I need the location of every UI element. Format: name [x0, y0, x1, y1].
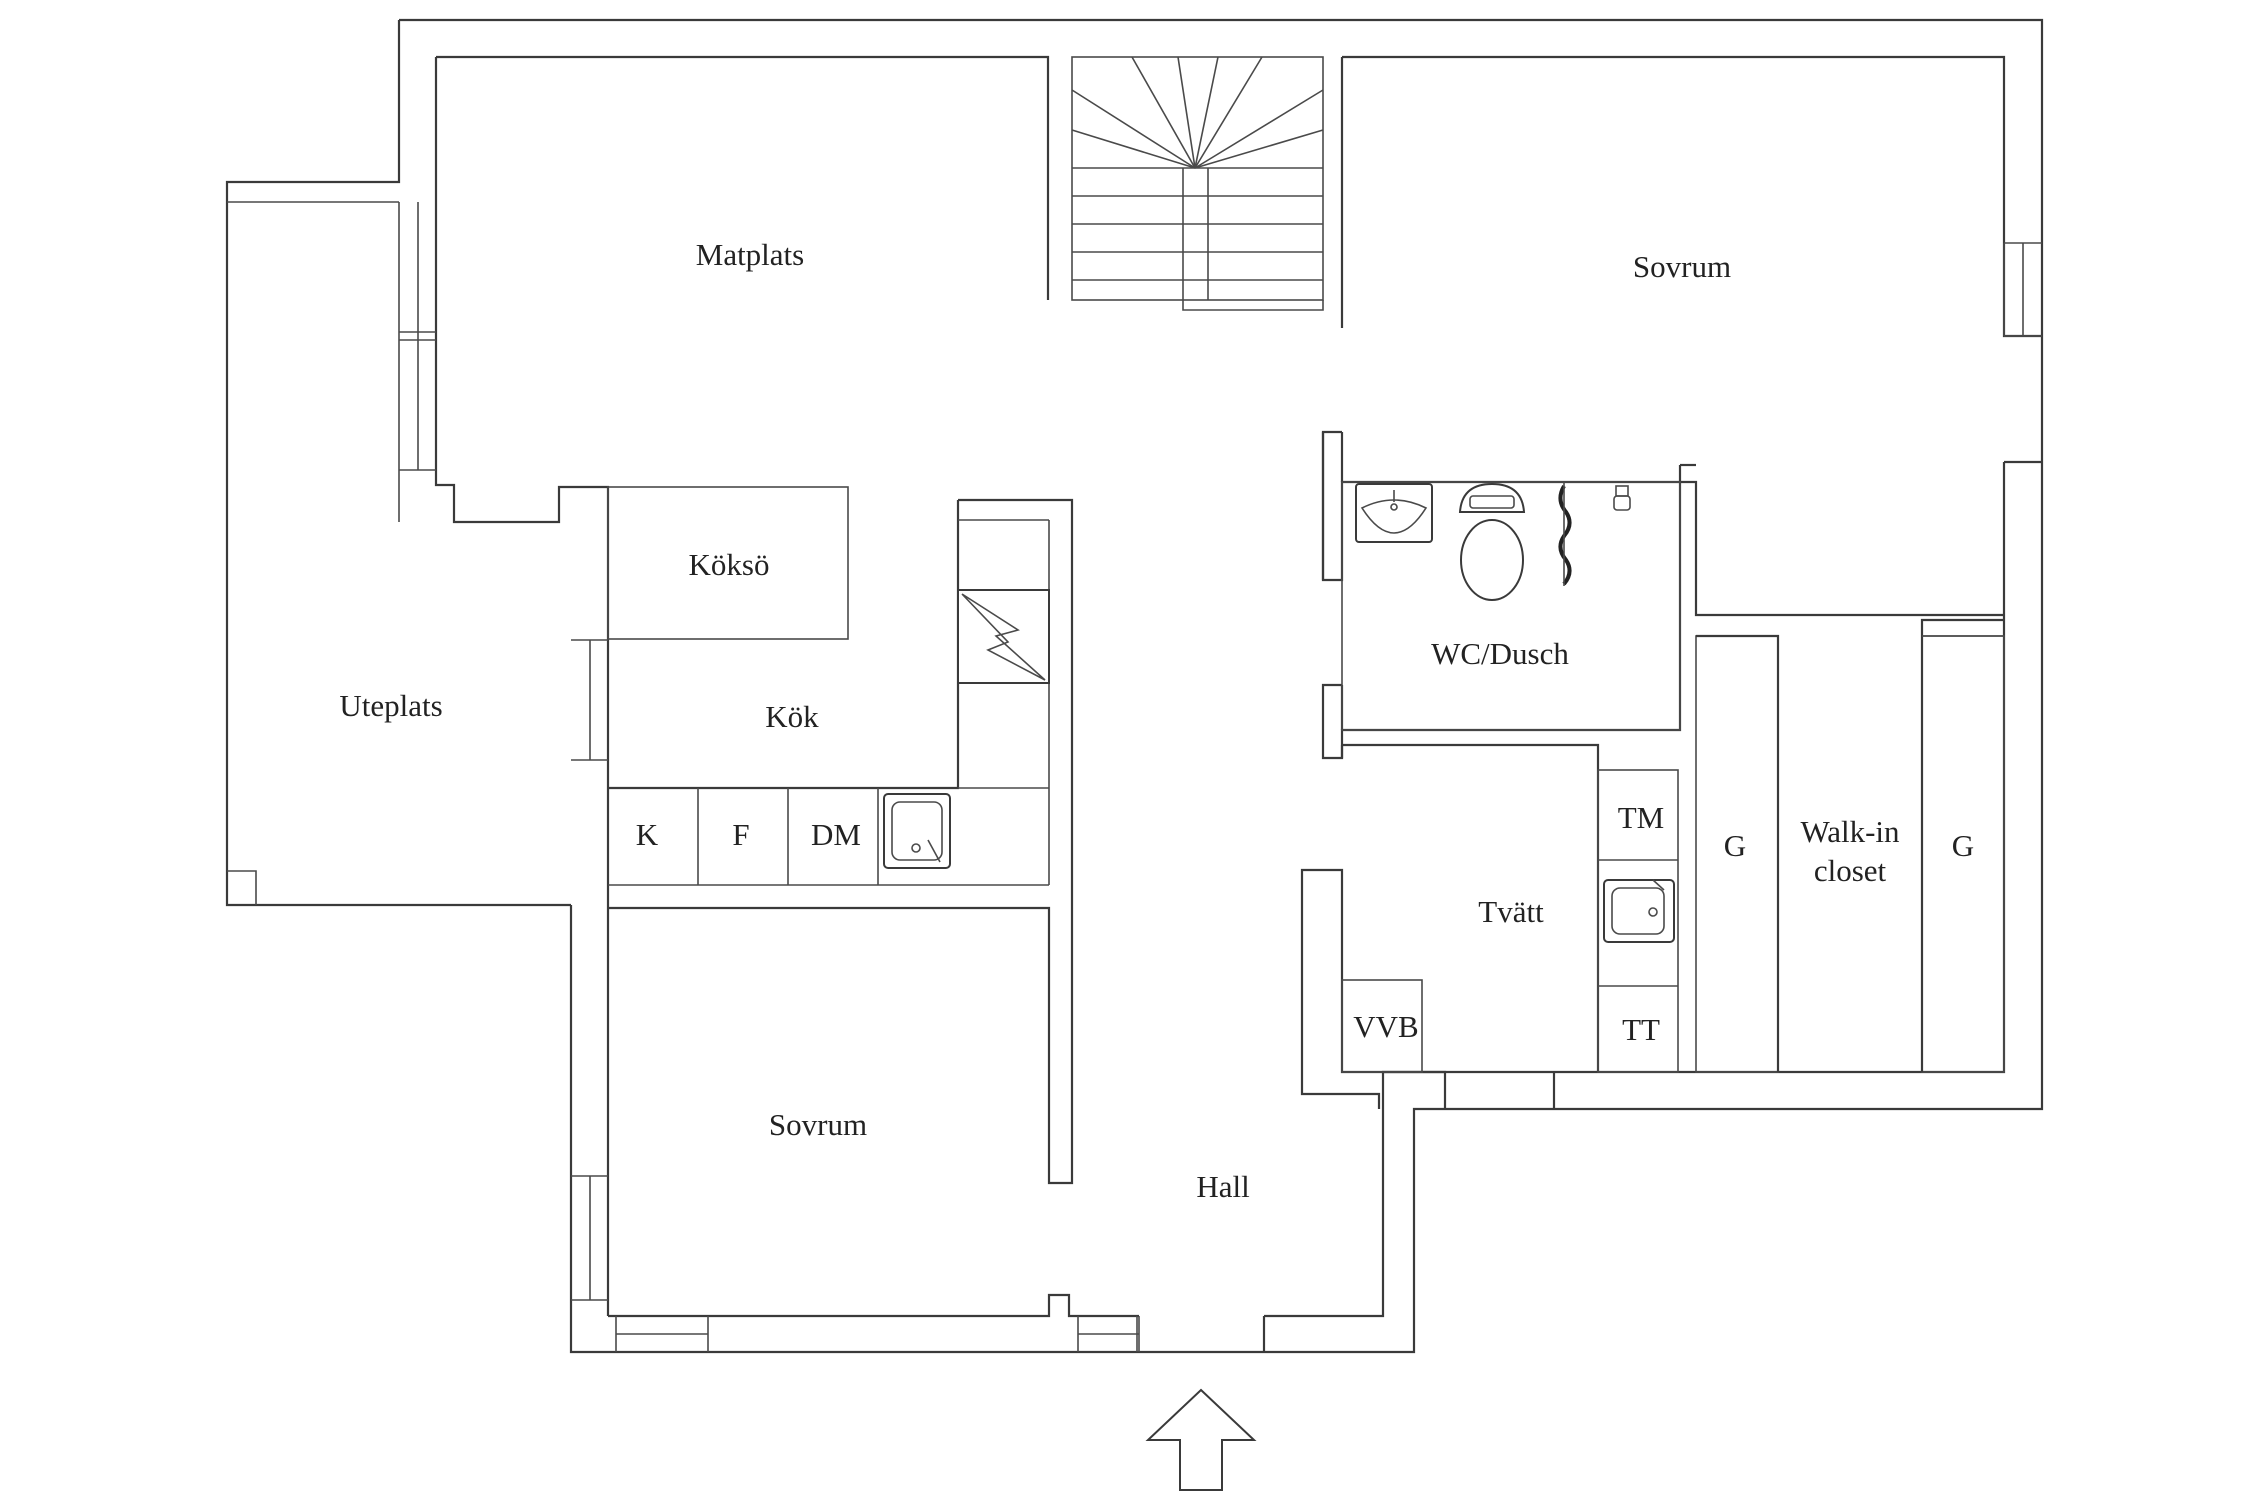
- fixture-label-tt: TT: [1622, 1012, 1660, 1047]
- room-label-tvatt: Tvätt: [1478, 894, 1544, 929]
- room-label-hall: Hall: [1196, 1169, 1249, 1204]
- room-label-walkin-line1: Walk-in: [1800, 814, 1900, 849]
- room-label-sovrum-bottom: Sovrum: [769, 1107, 867, 1142]
- room-label-uteplats: Uteplats: [339, 688, 442, 723]
- fireplace-icon: [957, 589, 1050, 684]
- room-label-kok: Kök: [765, 699, 819, 734]
- sink-icon: [1355, 483, 1433, 543]
- room-label-matplats: Matplats: [696, 237, 805, 272]
- sink-icon: [1603, 879, 1675, 943]
- shower-icon: [1558, 482, 1631, 586]
- fixture-labels: K F DM TM TT VVB G G: [636, 800, 1974, 1047]
- staircase: [1071, 56, 1324, 311]
- room-labels: Matplats Sovrum Uteplats Köksö Kök WC/Du…: [339, 237, 1900, 1204]
- wardrobes: [1695, 618, 2005, 1073]
- fixture-label-tm: TM: [1618, 800, 1665, 835]
- fixture-label-f: F: [732, 817, 749, 852]
- toilet-icon: [1458, 482, 1526, 601]
- fixture-label-vvb: VVB: [1353, 1009, 1418, 1044]
- fixture-label-g-left: G: [1724, 828, 1746, 863]
- laundry-column: [1341, 769, 1679, 1073]
- fixture-label-g-right: G: [1952, 828, 1974, 863]
- room-label-walkin-line2: closet: [1814, 853, 1887, 888]
- entrance-arrow-icon: [1145, 1388, 1257, 1491]
- fixture-label-dm: DM: [811, 817, 861, 852]
- fixture-label-k: K: [636, 817, 659, 852]
- sink-icon: [883, 793, 951, 869]
- room-label-kokso: Köksö: [689, 547, 770, 582]
- exterior-walls: [225, 18, 2044, 1354]
- room-label-sovrum-top: Sovrum: [1633, 249, 1731, 284]
- room-label-wc-dusch: WC/Dusch: [1431, 636, 1569, 671]
